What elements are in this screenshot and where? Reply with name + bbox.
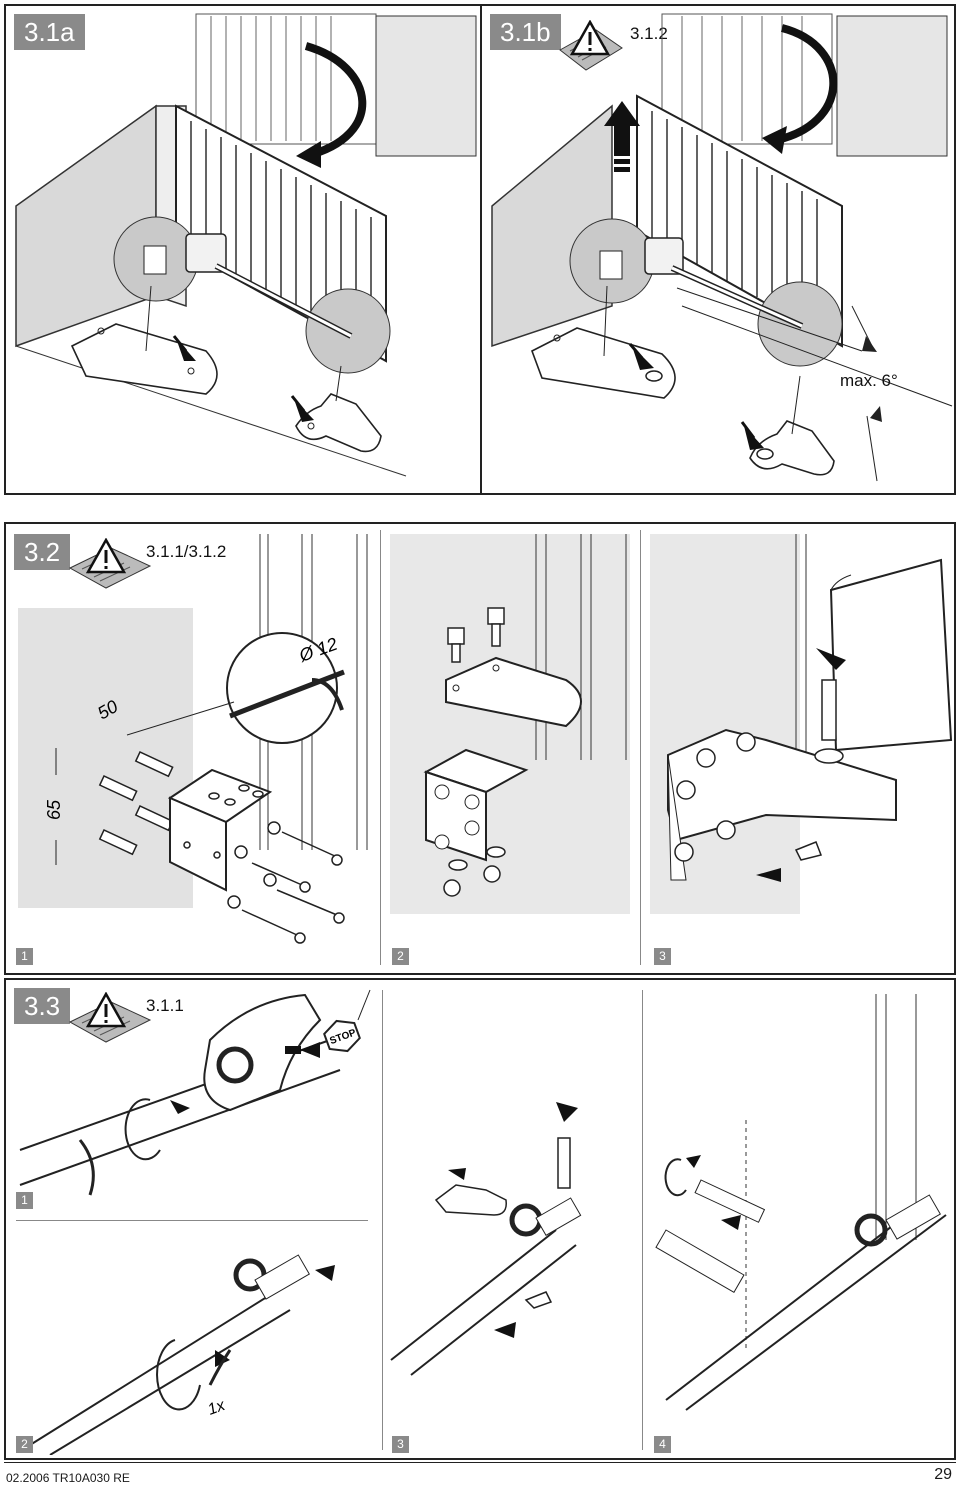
step-number: 2	[392, 948, 409, 965]
step-number: 4	[654, 1436, 671, 1453]
panel-3-3: 3.3 3.1.1 STOP 1 1x 2	[4, 978, 956, 1460]
dimension-65-label: 65	[44, 799, 64, 820]
page-number: 29	[934, 1466, 952, 1483]
section-label: 3.2	[14, 534, 71, 570]
operator-pin-illustration	[650, 534, 953, 914]
panel-3-1b: 3.1b 3.1.2 m	[480, 4, 956, 495]
section-label: 3.1b	[490, 14, 561, 50]
divider	[382, 990, 383, 1450]
panel-3-2: 3.2 3.1.1/3.1.2 Ø 12 50 65 1	[4, 522, 956, 975]
footer-rule	[4, 1462, 956, 1463]
divider	[16, 1220, 368, 1221]
gate-opener-illustration	[15, 13, 477, 477]
step-number: 1	[16, 1192, 33, 1209]
divider	[640, 530, 641, 965]
warning-manual-icon	[68, 538, 152, 589]
reference-number: 3.1.1	[146, 996, 184, 1015]
bracket-assembly-illustration	[390, 534, 630, 914]
final-assembly-illustration	[655, 994, 947, 1411]
reference-number: 3.1.2	[630, 24, 668, 43]
step-number: 3	[654, 948, 671, 965]
panel-3-1a: 3.1a	[4, 4, 482, 495]
step-number: 3	[392, 1436, 409, 1453]
step-number: 2	[16, 1436, 33, 1453]
divider	[642, 990, 643, 1450]
step-number: 1	[16, 948, 33, 965]
reference-number: 3.1.1/3.1.2	[146, 542, 227, 561]
bracket-mounting-illustration: Ø 12 50 65	[18, 534, 368, 944]
hand-adjust-illustration: STOP	[19, 989, 371, 1196]
pin-insert-illustration	[390, 1102, 582, 1376]
angle-label: max. 6°	[840, 371, 898, 390]
section-label: 3.1a	[14, 14, 85, 50]
turn-count-label: 1x	[206, 1397, 229, 1419]
gate-opener-angle-illustration: max. 6°	[491, 13, 953, 482]
warning-manual-icon	[68, 992, 152, 1043]
divider	[380, 530, 381, 965]
warning-manual-icon	[559, 20, 623, 71]
tube-rotation-illustration: 1x	[29, 1254, 335, 1455]
section-label: 3.3	[14, 988, 71, 1024]
document-code: 02.2006 TR10A030 RE	[6, 1471, 130, 1485]
